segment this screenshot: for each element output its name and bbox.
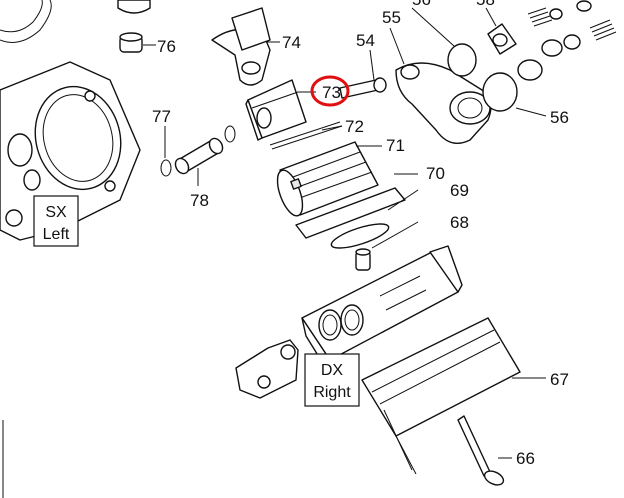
right-box-line2: Right [313, 384, 351, 401]
label-67: 67 [550, 370, 569, 389]
part-70 [295, 187, 406, 239]
part-67 [361, 317, 521, 475]
right-side-box: DX Right [304, 353, 360, 407]
leader-56-right [515, 107, 547, 117]
part-74 [211, 7, 271, 86]
part-78 [174, 137, 224, 175]
label-71: 71 [386, 136, 405, 155]
leader-58 [485, 7, 497, 27]
part-55 [395, 62, 492, 144]
leader-56-top [411, 7, 455, 47]
left-box-line2: Left [43, 226, 70, 243]
part-69 [330, 223, 390, 249]
label-73: 73 [322, 83, 341, 102]
part-72 [269, 121, 343, 150]
leader-69 [387, 189, 419, 211]
leader-68 [371, 221, 419, 249]
part-71 [276, 141, 379, 217]
label-56-top: 56 [412, 0, 431, 9]
leader-54 [369, 49, 375, 81]
right-box-line1: DX [321, 362, 344, 379]
label-77: 77 [152, 107, 171, 126]
label-58: 58 [476, 0, 495, 9]
label-56-right: 56 [550, 108, 569, 127]
label-78: 78 [190, 191, 209, 210]
right-bracket-part [235, 339, 299, 399]
label-54: 54 [356, 31, 375, 50]
springs [527, 0, 617, 57]
label-66: 66 [516, 449, 535, 468]
part-58 [487, 23, 517, 55]
label-74: 74 [282, 33, 301, 52]
label-55: 55 [382, 8, 401, 27]
highlight-circle-73 [310, 75, 350, 107]
top-left-ring [0, 0, 52, 43]
label-70: 70 [426, 164, 445, 183]
part-73 [245, 79, 307, 141]
part-68 [355, 248, 371, 271]
left-side-box: SX Left [33, 195, 79, 247]
part-77 [160, 125, 236, 177]
part-66 [457, 415, 505, 486]
part-54 [339, 77, 387, 99]
leader-72 [321, 125, 343, 131]
leader-55 [389, 27, 405, 65]
part-76 [117, 0, 151, 53]
label-76: 76 [157, 37, 176, 56]
left-box-line1: SX [45, 204, 67, 221]
label-69: 69 [450, 181, 469, 200]
label-68: 68 [450, 213, 469, 232]
label-72: 72 [345, 117, 364, 136]
part-56-rings [447, 34, 581, 112]
